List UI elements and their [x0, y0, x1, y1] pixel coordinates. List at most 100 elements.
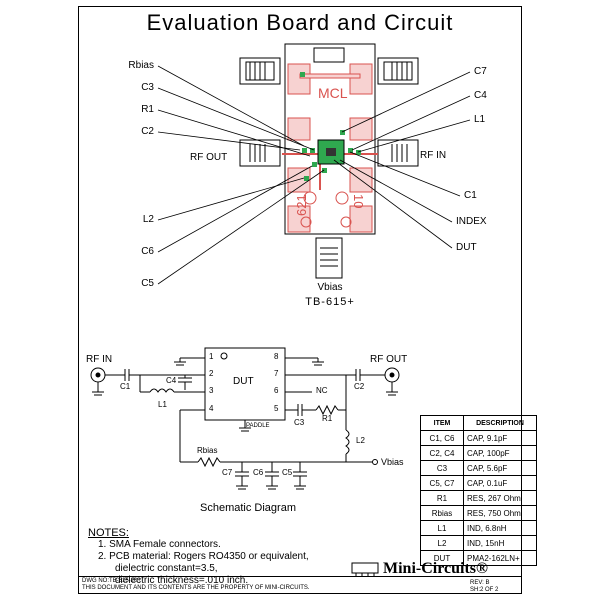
callout-c5: C5	[141, 278, 154, 289]
sch-rbias: Rbias	[197, 446, 218, 455]
callout-c2: C2	[141, 126, 154, 137]
callout-r1: R1	[141, 104, 154, 115]
footer-right: REV: B SH:2 OF 2	[470, 580, 498, 594]
dwg-number: DWG NO:TB-615-20+	[82, 578, 141, 584]
sch-paddle: PADDLE	[246, 423, 270, 429]
callout-rf-in: RF IN	[420, 150, 447, 161]
mounting-hole-br	[340, 216, 352, 228]
board-vbias-label: Vbias	[317, 282, 343, 293]
bom-item: Rbias	[420, 505, 464, 521]
bom-description: RES, 267 Ohm	[463, 490, 537, 506]
bom-description: PMA2-162LN+	[463, 550, 537, 566]
revision: REV: B	[470, 580, 490, 586]
sma-connector-right-top	[377, 57, 419, 85]
l2-symbol	[345, 429, 350, 455]
bom-header-description: DESCRIPTION	[463, 415, 537, 431]
r1-symbol	[315, 404, 339, 416]
pin-7: 7	[274, 369, 279, 378]
board-marking-mcl: MCL	[318, 85, 348, 101]
sch-vbias: Vbias	[381, 457, 404, 467]
sch-c4: C4	[166, 376, 177, 385]
sch-c7: C7	[222, 468, 233, 477]
callout-c1: C1	[464, 190, 477, 201]
note-sub-item: dielectric constant=3.5,	[115, 563, 218, 574]
sch-r1: R1	[322, 414, 333, 423]
mounting-hole-right	[335, 191, 349, 205]
callout-dut: DUT	[456, 242, 477, 253]
sch-rf-in: RF IN	[86, 354, 113, 365]
property-notice: THIS DOCUMENT AND ITS CONTENTS ARE THE P…	[82, 585, 310, 591]
bom-description: IND, 6.8nH	[463, 520, 537, 536]
callout-c4: C4	[474, 90, 487, 101]
bom-item: C2, C4	[420, 445, 464, 461]
component-pads	[300, 72, 361, 181]
callout-rbias: Rbias	[128, 60, 154, 71]
callout-c7: C7	[474, 66, 487, 77]
pin-3: 3	[209, 386, 214, 395]
bom-description: CAP, 9.1pF	[463, 430, 537, 446]
rbias-symbol	[197, 456, 221, 468]
bom-description: CAP, 0.1uF	[463, 475, 537, 491]
bom-description: IND, 15nH	[463, 535, 537, 551]
note-item: 1. SMA Female connectors.	[98, 539, 221, 550]
bom-item: C3	[420, 460, 464, 476]
mini-circuits-logo-mark	[351, 562, 379, 574]
notes-header: NOTES:	[88, 527, 129, 539]
bom-item: L1	[420, 520, 464, 536]
sch-l1: L1	[158, 400, 167, 409]
pin-6: 6	[274, 386, 279, 395]
sch-nc: NC	[316, 386, 328, 395]
callout-l2: L2	[142, 214, 154, 225]
sheet-number: SH:2 OF 2	[470, 587, 499, 593]
callout-leaders-right	[333, 71, 471, 249]
bom-description: CAP, 100pF	[463, 445, 537, 461]
pin-5: 5	[274, 404, 279, 413]
sch-c5: C5	[282, 468, 293, 477]
callout-l1: L1	[474, 114, 486, 125]
bom-item: L2	[420, 535, 464, 551]
sma-connector-left	[239, 139, 281, 167]
bom-item: C5, C7	[420, 475, 464, 491]
callout-c6: C6	[141, 246, 154, 257]
mini-circuits-logo: Mini-Circuits®	[383, 560, 488, 577]
callout-leaders-left	[157, 65, 325, 285]
sch-c6: C6	[253, 468, 264, 477]
board-marking-right: 10	[351, 194, 366, 208]
board-marking-left: 621	[294, 194, 309, 216]
notes-block: NOTES: 1. SMA Female connectors. 2. PCB …	[88, 527, 309, 587]
page-title: Evaluation Board and Circuit	[146, 10, 454, 35]
pin-2: 2	[209, 369, 214, 378]
callout-c3: C3	[141, 82, 154, 93]
footer-divider	[78, 576, 522, 577]
bom-item: R1	[420, 490, 464, 506]
bom-description: CAP, 5.6pF	[463, 460, 537, 476]
l1-symbol	[149, 388, 175, 393]
note-item: 2. PCB material: Rogers RO4350 or equiva…	[98, 551, 309, 562]
schematic-title: Schematic Diagram	[200, 502, 296, 514]
sma-connector-bottom	[315, 237, 343, 279]
sch-l2: L2	[356, 436, 365, 445]
callout-index: INDEX	[456, 216, 487, 227]
pin-4: 4	[209, 404, 214, 413]
top-ic-footprint	[313, 47, 345, 63]
mounting-hole-bl	[300, 216, 312, 228]
board-name: TB-615+	[305, 296, 355, 308]
pin-8: 8	[274, 352, 279, 361]
note-sub-item: dielectric thickness=.010 inch.	[115, 575, 249, 586]
pin-1: 1	[209, 352, 214, 361]
sch-c1: C1	[120, 382, 131, 391]
page-frame	[78, 6, 522, 594]
bom-item: C1, C6	[420, 430, 464, 446]
